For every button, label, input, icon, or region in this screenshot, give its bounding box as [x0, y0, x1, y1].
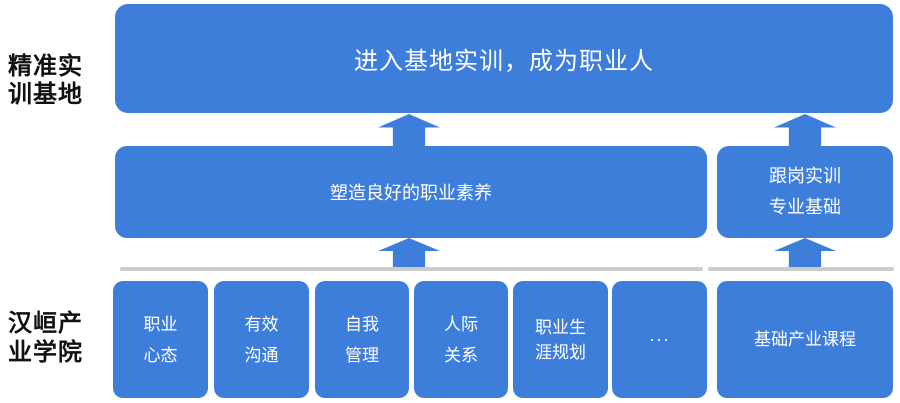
- middle-box-label: 塑造良好的职业素养: [330, 183, 492, 203]
- bottom-box-line: 人际: [444, 314, 478, 334]
- bottom-box-line: 心态: [143, 345, 178, 365]
- top-box-label: 进入基地实训，成为职业人: [354, 48, 654, 75]
- bottom-box-career-mindset: 职业 心态: [113, 281, 208, 398]
- divider-line-right: [708, 267, 894, 271]
- bottom-box-ellipsis: ···: [612, 281, 707, 398]
- bottom-box-line: 管理: [345, 345, 379, 365]
- middle-box-line: 跟岗实训: [769, 166, 841, 186]
- top-box-enter-base-training: 进入基地实训，成为职业人: [115, 4, 893, 113]
- bottom-box-line: 基础产业课程: [754, 330, 856, 349]
- bottom-box-line: 职业生: [535, 317, 586, 337]
- label-line: 汉峘产: [8, 310, 83, 337]
- bottom-box-basic-industry-courses: 基础产业课程: [717, 281, 893, 398]
- up-arrow-icon: [378, 238, 440, 269]
- label-line: 业学院: [8, 339, 83, 366]
- bottom-box-interpersonal-relations: 人际 关系: [414, 281, 508, 398]
- bottom-box-line: 职业: [143, 314, 178, 334]
- up-arrow-icon: [378, 114, 440, 146]
- middle-box-onjob-training: 跟岗实训 专业基础: [717, 146, 893, 238]
- label-line: 训基地: [8, 81, 83, 108]
- bottom-box-line: 自我: [345, 314, 379, 334]
- bottom-box-line: 涯规划: [535, 342, 586, 362]
- middle-box-professional-quality: 塑造良好的职业素养: [115, 146, 707, 238]
- up-arrow-icon: [774, 114, 836, 146]
- label-precision-training-base: 精准实 训基地: [8, 53, 108, 109]
- bottom-box-line: 有效: [244, 314, 279, 334]
- middle-box-line: 专业基础: [769, 197, 841, 217]
- bottom-box-career-planning: 职业生 涯规划: [513, 281, 608, 398]
- divider-line-left: [120, 267, 703, 271]
- up-arrow-icon: [774, 238, 836, 269]
- bottom-box-effective-communication: 有效 沟通: [214, 281, 309, 398]
- ellipsis-icon: ···: [649, 329, 670, 349]
- label-line: 精准实: [8, 53, 83, 80]
- bottom-box-self-management: 自我 管理: [315, 281, 409, 398]
- label-hanhuan-industry-college: 汉峘产 业学院: [8, 309, 108, 367]
- bottom-box-line: 关系: [444, 345, 478, 365]
- bottom-box-line: 沟通: [244, 345, 279, 365]
